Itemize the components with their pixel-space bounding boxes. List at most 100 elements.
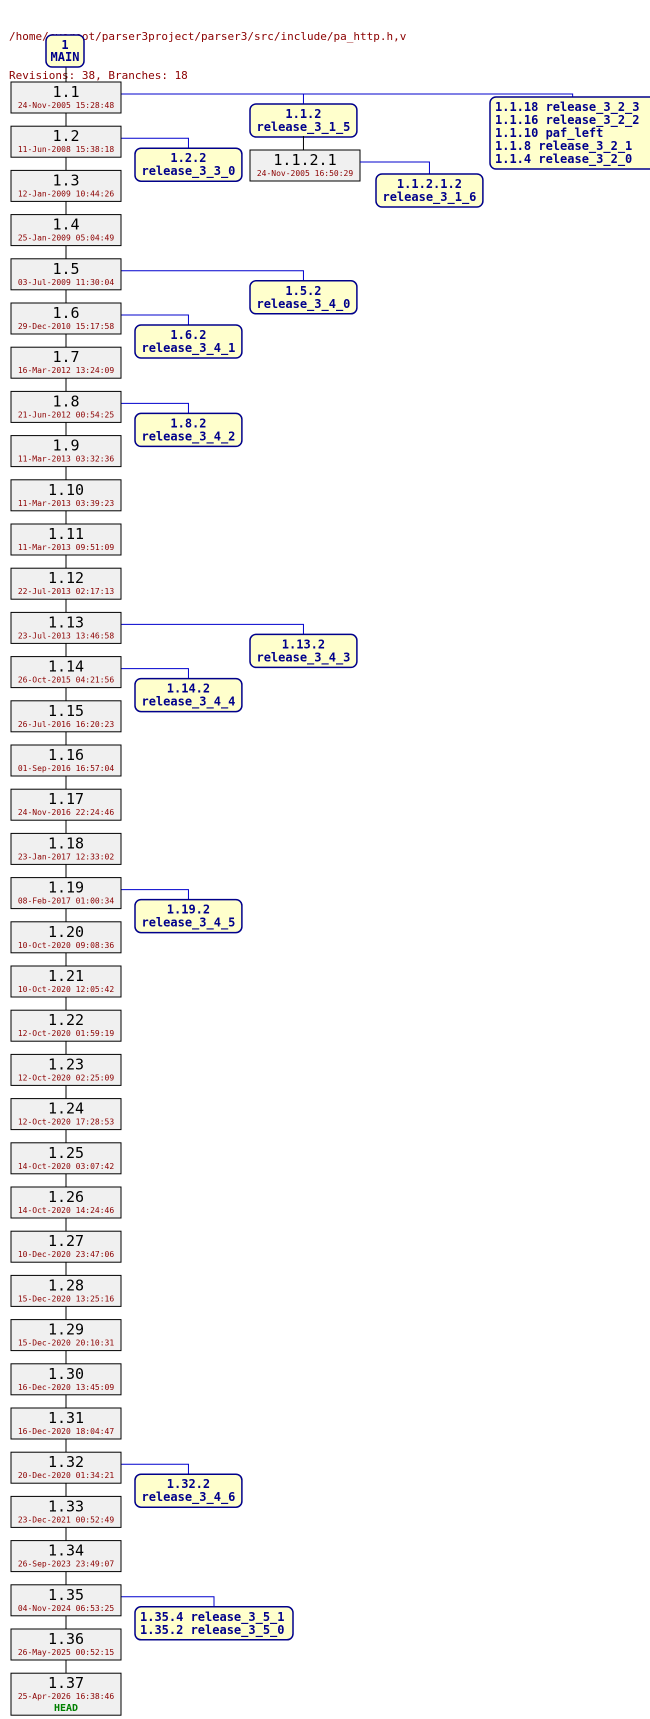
head-tag: HEAD [54,1703,78,1714]
revision-date: 12-Oct-2020 01:59:19 [18,1029,115,1038]
revision-number: 1.3 [52,171,79,189]
revision-box [10,788,122,821]
branch-tag-10 [134,1606,294,1641]
branch-tag-1-label: 1.1.18 release_3_2_3 [495,100,640,115]
revision-box [10,1274,122,1307]
revision-number: 1.4 [52,216,79,234]
revision-box [10,169,122,202]
revision-box [10,1363,122,1396]
revision-date: 04-Nov-2024 06:53:25 [18,1604,115,1613]
revision-number: 1.18 [48,834,84,852]
revision-number: 1.20 [48,923,84,941]
revision-date: 11-Mar-2013 09:51:09 [18,543,115,552]
revision-number: 1.25 [48,1144,84,1162]
revision-date: 25-Jan-2009 05:04:49 [18,234,115,243]
revision-box [10,435,122,468]
revision-number: 1.26 [48,1188,84,1206]
revision-box [10,965,122,998]
revision-number: 1.13 [48,613,84,631]
revision-number: 1.9 [52,437,79,455]
revision-number: 1.7 [52,348,79,366]
revision-date: 03-Jul-2009 11:30:04 [18,278,115,287]
revision-box [10,832,122,865]
revision-date: 15-Dec-2020 20:10:31 [18,1339,115,1348]
revision-number: 1.37 [48,1674,84,1692]
revision-date: 16-Dec-2020 18:04:47 [18,1427,115,1436]
revision-number: 1.23 [48,1055,84,1073]
revision-box [10,1142,122,1175]
revision-date: 22-Jul-2013 02:17:13 [18,587,115,596]
branch-tag-1 [489,96,650,170]
branch-tag-6-label: 1.13.2 [282,637,325,651]
revision-1-1-2-1 [249,149,361,182]
revision-box [10,744,122,777]
branch-connector [360,161,430,174]
sub-branch-tag-label: 1.1.2.1.2 [397,177,462,191]
branch-tag-1-label: 1.1.8 release_3_2_1 [495,139,632,154]
revision-date: 24-Nov-2005 15:28:48 [18,101,115,110]
revision-date: 26-May-2025 00:52:15 [18,1648,115,1657]
branch-connector [121,1596,215,1607]
revision-number: 1.35 [48,1586,84,1604]
branch-connector [121,1463,189,1475]
revision-number: 1.2 [52,127,79,145]
revision-box [10,1230,122,1263]
branch-tag-7-label: 1.14.2 [167,682,210,696]
revision-date: 25-Apr-2026 16:38:46 [18,1692,115,1701]
branch-connector [121,402,189,414]
revision-number: 1.6 [52,304,79,322]
revision-date: 01-Sep-2016 16:57:04 [18,764,115,773]
branch-tag-1-label: 1.1.10 paf_left [495,126,603,141]
sub-branch-tag [375,173,484,208]
branch-tag-1-label: 1.1.4 release_3_2_0 [495,152,632,167]
revision-number: 1.10 [48,481,84,499]
revision-date: 10-Oct-2020 09:08:36 [18,941,115,950]
revision-box [10,214,122,247]
revision-number: 1.17 [48,790,84,808]
file-path: /home/cvsroot/parser3project/parser3/src… [9,30,407,43]
revision-box [10,1495,122,1528]
revision-box [10,700,122,733]
revision-number: 1.11 [48,525,84,543]
revision-box [10,390,122,423]
revision-box [10,567,122,600]
revision-number: 1.1.2.1 [273,151,336,169]
revision-box [10,346,122,379]
branch-tag-4 [134,324,243,359]
revision-number: 1.16 [48,746,84,764]
revision-date: 12-Oct-2020 02:25:09 [18,1073,115,1082]
revision-number: 1.8 [52,392,79,410]
branch-connector [121,889,189,900]
revision-box [10,258,122,291]
revision-number: 1.22 [48,1011,84,1029]
revision-date: 26-Oct-2015 04:21:56 [18,676,115,685]
revision-number: 1.32 [48,1453,84,1471]
branch-tag-10-label: 1.35.2 release_3_5_0 [140,1623,285,1638]
revision-box [10,302,122,335]
revision-box [10,81,122,114]
main-branch-label: 1 [61,38,68,52]
branch-tag-7 [134,677,243,713]
branch-connector [121,93,574,97]
branch-connector [121,270,304,281]
revision-box [10,1628,122,1661]
revision-box [10,1098,122,1131]
revision-number: 1.33 [48,1497,84,1515]
revision-box [10,1540,122,1573]
revision-date: 20-Dec-2020 01:34:21 [18,1471,115,1480]
revision-number: 1.31 [48,1409,84,1427]
revision-box [10,1451,122,1484]
revision-box [10,1186,122,1219]
branch-tag-0-label: release_3_1_5 [256,120,350,135]
branch-tag-4-label: release_3_4_1 [141,341,235,356]
revision-box [10,1672,122,1716]
revision-number: 1.36 [48,1630,84,1648]
branch-tag-0-label: 1.1.2 [285,107,321,121]
revision-date: 16-Mar-2012 13:24:09 [18,366,115,375]
revision-number: 1.12 [48,569,84,587]
revision-summary: Revisions: 38, Branches: 18 [9,69,188,82]
revision-box [10,921,122,954]
revision-date: 11-Mar-2013 03:32:36 [18,455,115,464]
revision-box [10,656,122,689]
